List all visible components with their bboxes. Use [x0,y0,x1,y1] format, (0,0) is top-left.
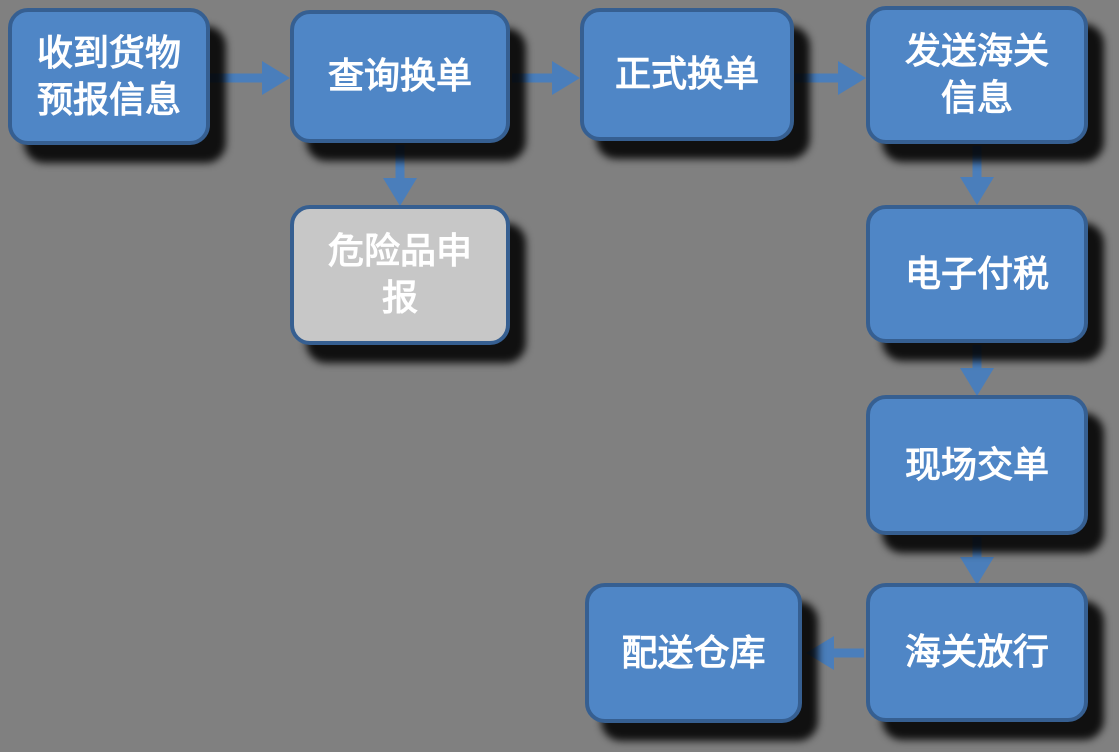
node-label: 查询换单 [327,55,472,97]
node-label: 电子付税 [904,252,1049,294]
node-onsite-document-submission: 现场交单 [866,395,1088,535]
node-label: 现场交单 [904,443,1049,485]
arrow-etax-to-onsite [960,345,994,396]
node-label: 危险品申报 [327,230,472,318]
node-label: 海关放行 [904,631,1049,673]
node-send-customs-info: 发送海关信息 [866,6,1088,144]
arrow-receive-to-query [210,61,290,95]
arrow-query-to-formal [512,61,580,95]
node-label: 收到货物预报信息 [36,31,181,120]
node-label: 正式换单 [614,53,759,95]
node-query-exchange-order: 查询换单 [290,10,510,143]
arrow-release-to-warehouse [806,636,864,670]
node-receive-cargo-forecast: 收到货物预报信息 [8,8,210,145]
node-warehouse-delivery: 配送仓库 [585,583,802,723]
arrow-formal-to-send-customs [795,61,866,95]
node-label: 配送仓库 [621,631,766,673]
node-formal-exchange-order: 正式换单 [580,8,794,141]
node-label: 发送海关信息 [904,30,1049,118]
arrow-query-to-dangerous [383,145,417,206]
arrow-send-customs-to-etax [960,146,994,205]
arrow-onsite-to-release [960,537,994,585]
node-customs-release: 海关放行 [866,583,1088,722]
node-dangerous-goods-declaration: 危险品申报 [290,205,510,345]
node-electronic-tax-payment: 电子付税 [866,205,1088,343]
